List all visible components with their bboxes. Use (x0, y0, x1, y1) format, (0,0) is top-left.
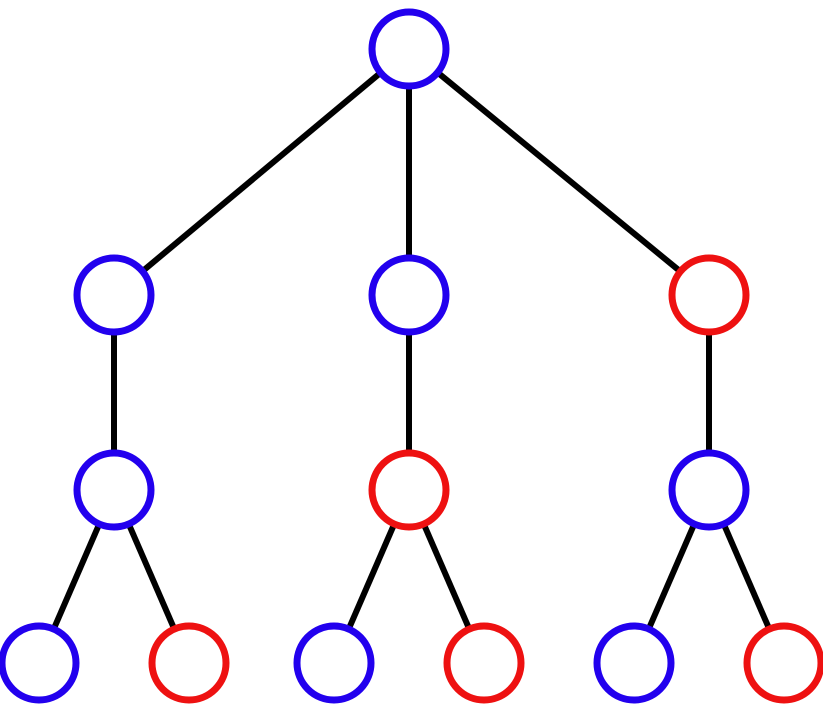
tree-edge-root-to-1 (140, 70, 383, 274)
tree-node-1-blue (73, 254, 155, 336)
tree-edge-1-1-to-leaf-2 (125, 522, 178, 631)
tree-leaf-2-1-1-blue (293, 622, 375, 704)
edge-layer (50, 70, 773, 631)
tree-edge-2-1-to-leaf-1 (345, 522, 398, 631)
tree-node-1-1-blue (73, 449, 155, 531)
tree-node-2-1-red (368, 449, 450, 531)
tree-edge-3-1-to-leaf-1 (645, 522, 698, 631)
tree-edge-3-1-to-leaf-2 (720, 522, 773, 631)
tree-leaf-3-1-1-blue (593, 622, 675, 704)
node-layer (0, 8, 823, 704)
tree-edge-1-1-to-leaf-1 (50, 522, 103, 631)
tree-node-2-blue (368, 254, 450, 336)
tree-edge-2-1-to-leaf-2 (420, 522, 473, 631)
tree-leaf-3-1-2-red (743, 622, 823, 704)
tree-edge-root-to-3 (435, 70, 683, 274)
tree-node-3-1-blue (668, 449, 750, 531)
tree-node-3-red (668, 254, 750, 336)
tree-leaf-2-1-2-red (443, 622, 525, 704)
tree-leaf-1-1-2-red (148, 622, 230, 704)
tree-node-root-blue (368, 8, 450, 90)
tree-leaf-1-1-1-blue (0, 622, 80, 704)
